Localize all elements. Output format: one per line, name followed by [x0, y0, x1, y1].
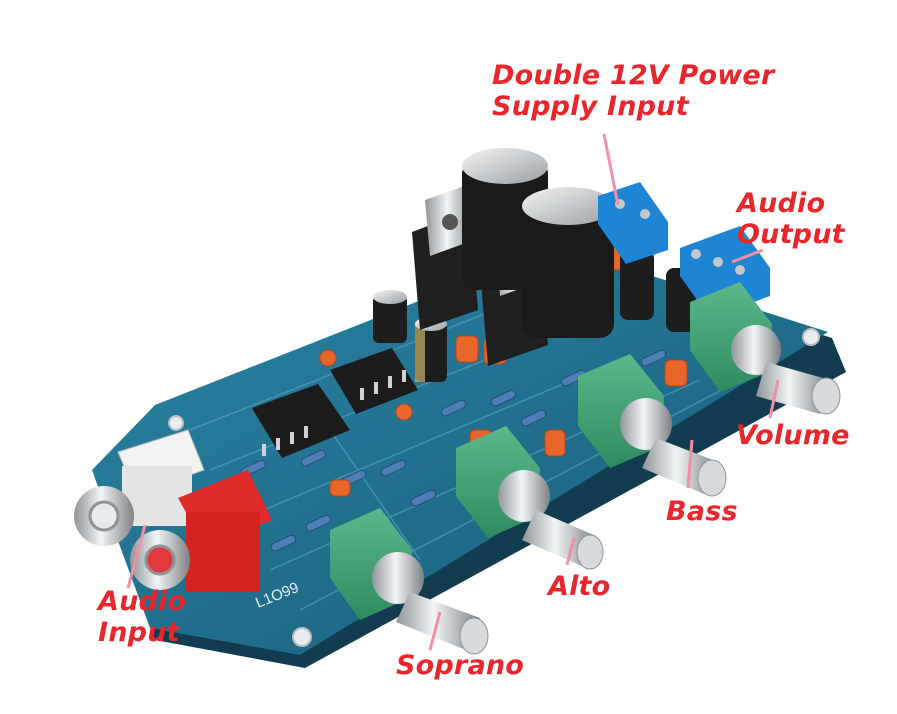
rca-jack-white: [74, 429, 205, 546]
rca-jack-red: [130, 470, 272, 592]
potentiometer-alto: [456, 426, 604, 570]
potentiometer-bass: [578, 354, 727, 497]
label-volume: Volume: [736, 420, 850, 451]
label-output-line1: Audio: [737, 188, 826, 219]
label-power-line1: Double 12V Power: [492, 60, 775, 91]
mounting-holes: [168, 328, 820, 647]
label-alto: Alto: [548, 571, 611, 602]
power-terminal-block: [598, 182, 668, 264]
label-bass: Bass: [666, 496, 738, 527]
large-electrolytic-capacitors: [462, 148, 614, 338]
ic-chip-left: [252, 384, 350, 458]
annotation-arrows: [126, 133, 780, 651]
label-power-line2: Supply Input: [492, 91, 689, 122]
resistor-array: [240, 349, 667, 552]
label-output-line2: Output: [737, 219, 845, 250]
label-power-supply-input: Double 12V Power Supply Input: [492, 60, 774, 122]
label-soprano: Soprano: [396, 650, 525, 681]
potentiometer-soprano: [330, 508, 489, 655]
label-input-line1: Audio: [98, 586, 187, 617]
ic-chip-right: [330, 348, 418, 414]
label-audio-input: Audio Input: [98, 586, 186, 648]
label-input-line2: Input: [98, 617, 180, 648]
label-audio-output: Audio Output: [737, 188, 845, 250]
